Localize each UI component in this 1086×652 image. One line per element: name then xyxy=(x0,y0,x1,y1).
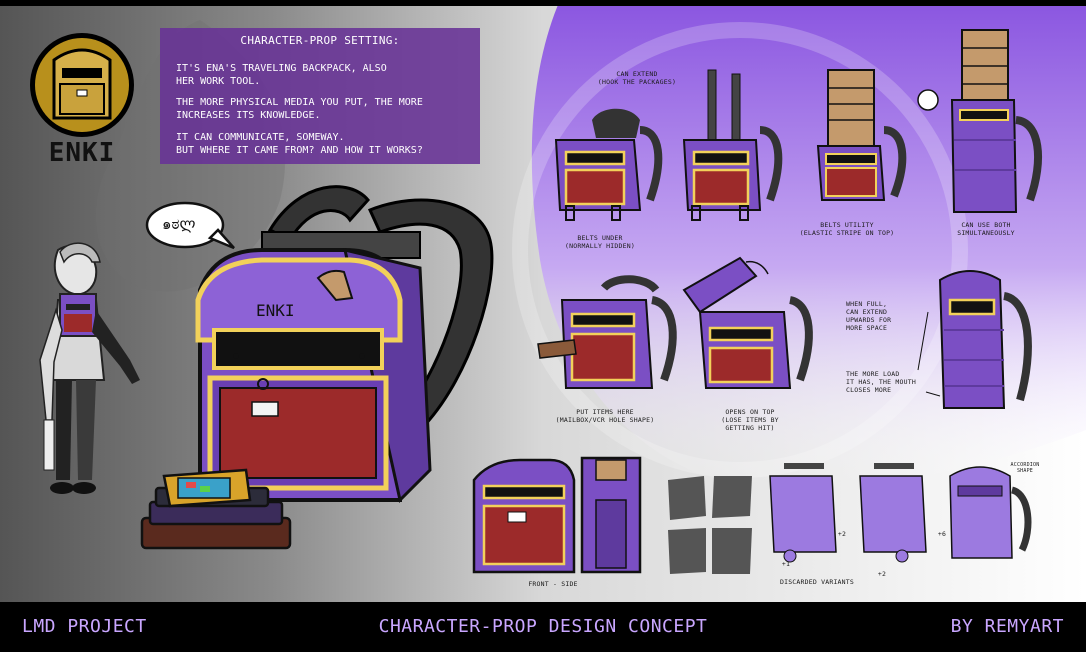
footer-title: Character-prop design concept xyxy=(378,616,708,637)
backpack-lettering: ENKI xyxy=(256,301,295,320)
info-paragraph-3: It can communicate, someway. But where i… xyxy=(176,132,423,156)
speech-bubble xyxy=(145,201,235,250)
label-discarded-variants: Discarded variants xyxy=(779,578,855,586)
label-can-use-both: Can use both simultaneously xyxy=(957,221,1015,238)
sketch-row-3 xyxy=(472,456,1032,574)
footer-credit: By RemyArt xyxy=(950,616,1064,637)
background-ring xyxy=(512,22,968,478)
footer-bar xyxy=(0,602,1086,652)
books-stack xyxy=(140,468,292,550)
info-panel: Character-prop setting: It's Ena's trave… xyxy=(160,28,480,164)
label-put-items: Put items here (mailbox/VCR hole shape) xyxy=(555,408,655,425)
label-plus-6: +6 xyxy=(937,530,947,538)
label-belts-utility: Belts utility (elastic stripe on top) xyxy=(799,221,895,238)
speech-bubble-text: ๑ಠლ xyxy=(162,215,196,233)
label-opens-on-top: Opens on top (lose items by getting hit) xyxy=(721,408,779,433)
label-when-full: When full, can extend upwards for more s… xyxy=(846,300,892,333)
info-paragraph-2: The more physical media you put, the mor… xyxy=(176,97,423,121)
info-paragraph-1: It's Ena's traveling backpack, also her … xyxy=(176,63,387,87)
label-can-extend: Can extend (hook the packages) xyxy=(597,70,677,87)
character-name: ENKI xyxy=(48,138,116,168)
enki-logo-badge xyxy=(30,33,134,137)
artwork: ENKI xyxy=(0,0,1086,602)
label-plus-2b: +2 xyxy=(877,570,887,578)
label-accordion-shape: Accordion shape xyxy=(1010,462,1040,475)
label-belts-under: Belts under (normally hidden) xyxy=(565,234,635,251)
main-backpack xyxy=(195,185,494,503)
label-more-load: The more load it has, the mouth closes m… xyxy=(846,370,916,395)
footer-project: LMD Project xyxy=(22,616,147,637)
character-figure xyxy=(39,242,140,494)
label-plus-2a: +2 xyxy=(837,530,847,538)
info-title: Character-prop setting: xyxy=(240,34,400,47)
sketch-row-1 xyxy=(554,29,1043,221)
label-front-side: Front - Side xyxy=(528,580,578,588)
sketch-row-2 xyxy=(537,256,1032,409)
label-plus-1: +1 xyxy=(781,560,791,568)
